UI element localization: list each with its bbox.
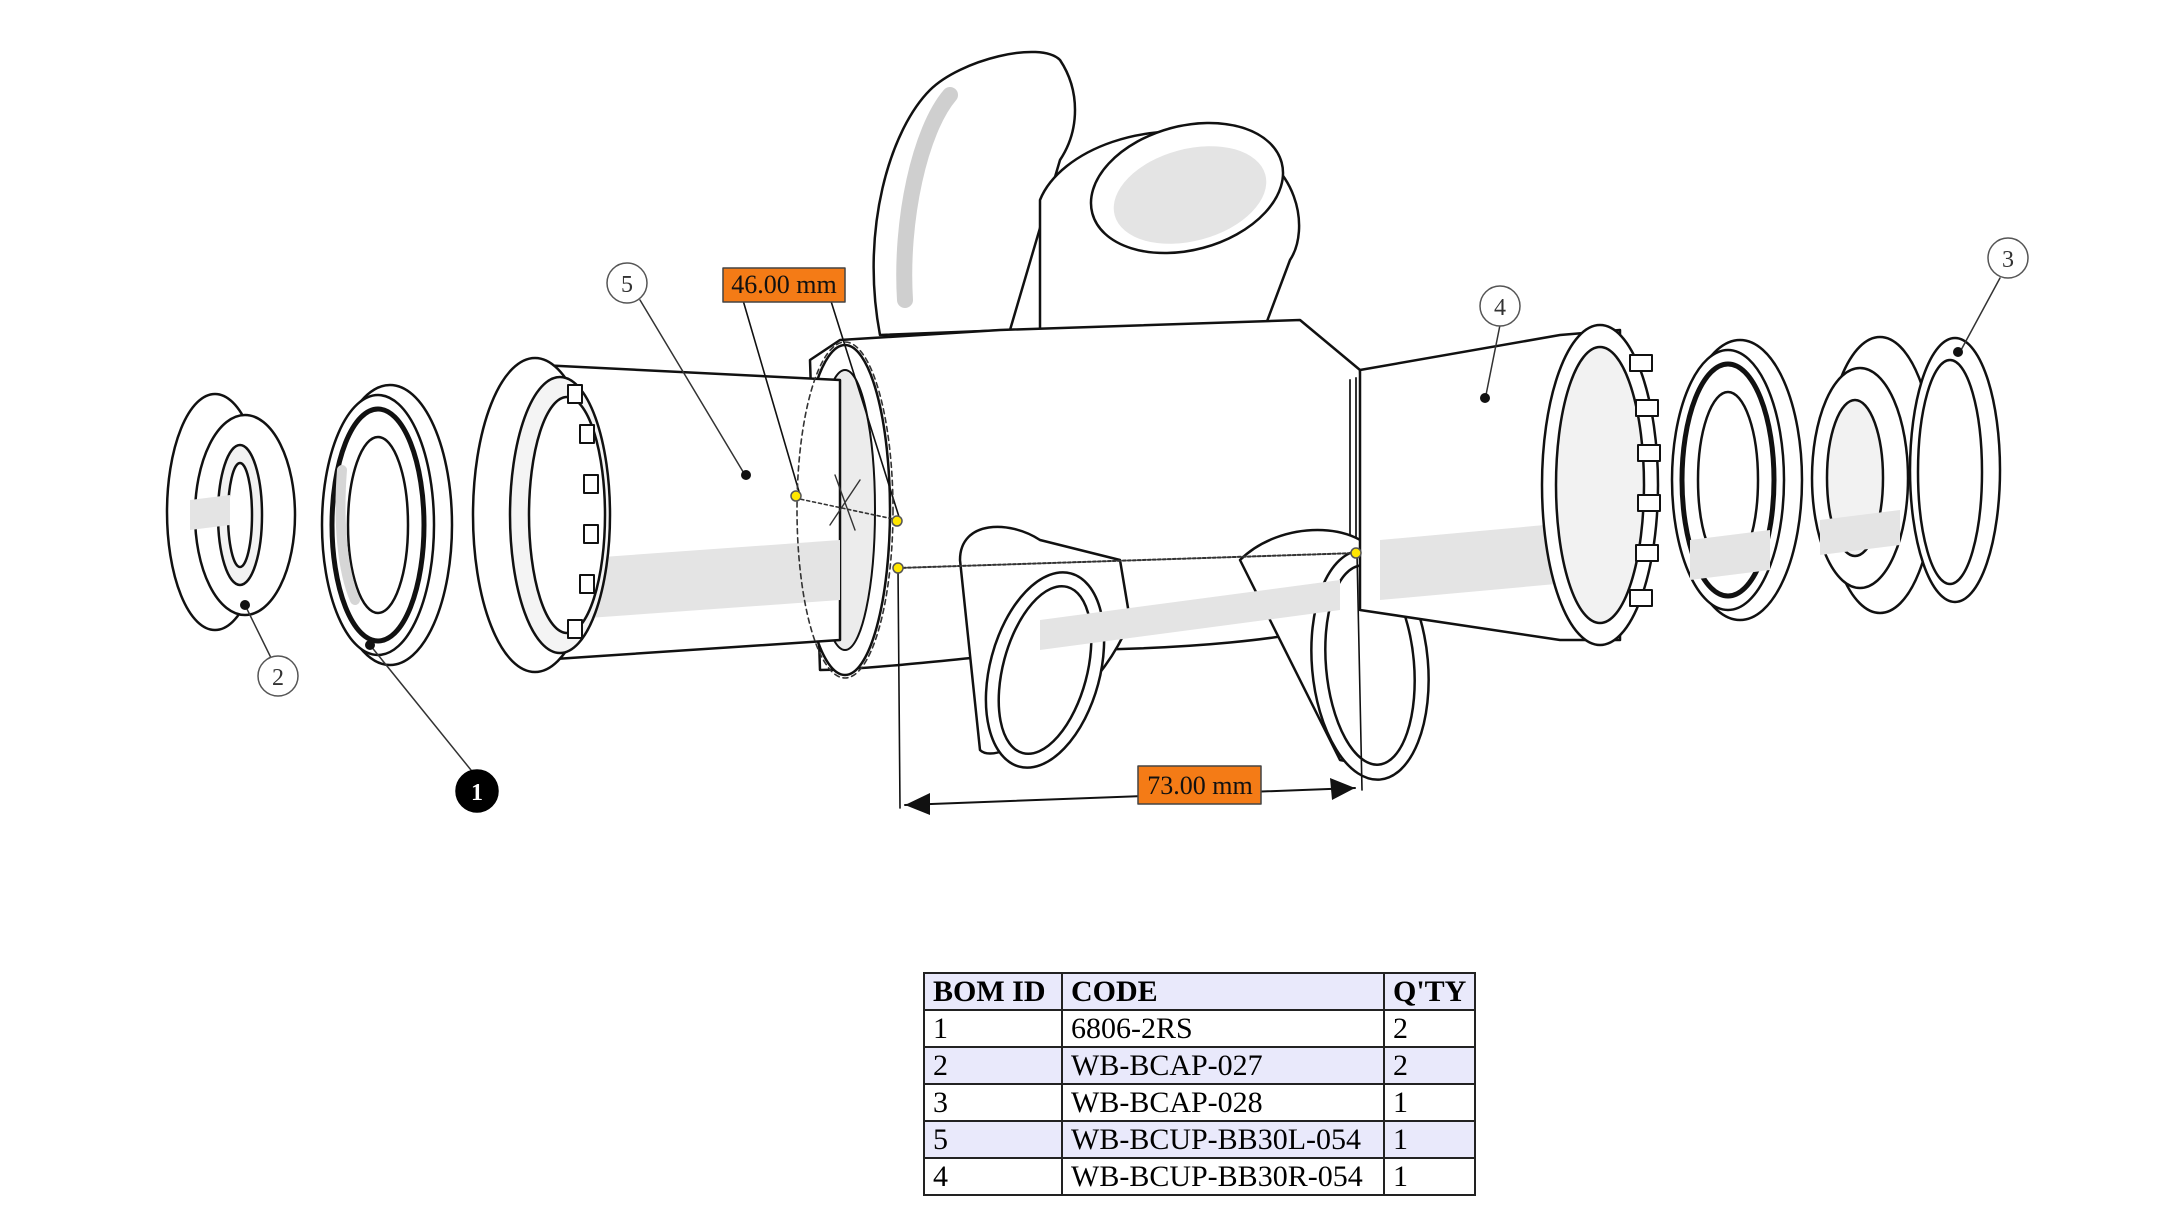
bottom-bracket-shell [798,50,1430,781]
bom-id: 2 [923,1046,1063,1085]
bom-code: WB-BCAP-027 [1061,1046,1385,1085]
bom-row: 3 WB-BCAP-028 1 [923,1083,1477,1122]
bom-header-code: CODE [1061,972,1385,1011]
bom-header-id: BOM ID [923,972,1063,1011]
right-cap [1908,336,2002,604]
left-bearing [320,383,454,667]
bom-code: 6806-2RS [1061,1009,1385,1048]
balloon-3: 3 [1987,237,2029,279]
width-label: 73.00 mm [1137,765,1262,805]
bom-qty: 1 [1382,1083,1477,1122]
width-label-text: 73.00 mm [1147,771,1252,800]
svg-text:3: 3 [2002,247,2014,273]
svg-text:1: 1 [471,780,483,806]
bom-row: 2 WB-BCAP-027 2 [923,1046,1477,1085]
bom-header-qty: Q'TY [1382,972,1477,1011]
diameter-label-text: 46.00 mm [731,270,836,299]
balloon-4: 4 [1479,285,1521,327]
diameter-dimension [739,289,901,679]
bom-code: WB-BCUP-BB30R-054 [1061,1157,1385,1196]
left-bearing-cup [471,356,842,674]
svg-text:4: 4 [1494,295,1506,321]
balloon-1: 1 [455,769,499,813]
diameter-label: 46.00 mm [722,267,846,303]
right-bearing [1670,338,1804,622]
svg-text:5: 5 [621,272,633,298]
bom-row: 4 WB-BCUP-BB30R-054 1 [923,1157,1477,1196]
bom-code: WB-BCUP-BB30L-054 [1061,1120,1385,1159]
bom-qty: 1 [1382,1157,1477,1196]
bom-id: 5 [923,1120,1063,1159]
bom-table: BOM ID CODE Q'TY 1 6806-2RS 2 2 WB-BCAP-… [923,972,1477,1196]
balloon-2: 2 [257,655,299,697]
bom-row: 1 6806-2RS 2 [923,1009,1477,1048]
bom-qty: 1 [1382,1120,1477,1159]
bom-id: 3 [923,1083,1063,1122]
bom-qty: 2 [1382,1009,1477,1048]
bom-id: 1 [923,1009,1063,1048]
bom-code: WB-BCAP-028 [1061,1083,1385,1122]
left-cap [165,392,297,632]
bom-header-row: BOM ID CODE Q'TY [923,972,1477,1011]
bom-id: 4 [923,1157,1063,1196]
right-bearing-cup [1358,323,1661,647]
bom-row: 5 WB-BCUP-BB30L-054 1 [923,1120,1477,1159]
seat-tube [872,50,1077,337]
right-spacer [1810,335,1937,615]
balloon-leaders [244,277,2001,776]
dimension-handles [790,490,1362,574]
leader-dots [240,347,1963,650]
bom-qty: 2 [1382,1046,1477,1085]
svg-text:2: 2 [272,665,284,691]
width-dimension [897,552,1363,815]
balloon-5: 5 [606,262,648,304]
